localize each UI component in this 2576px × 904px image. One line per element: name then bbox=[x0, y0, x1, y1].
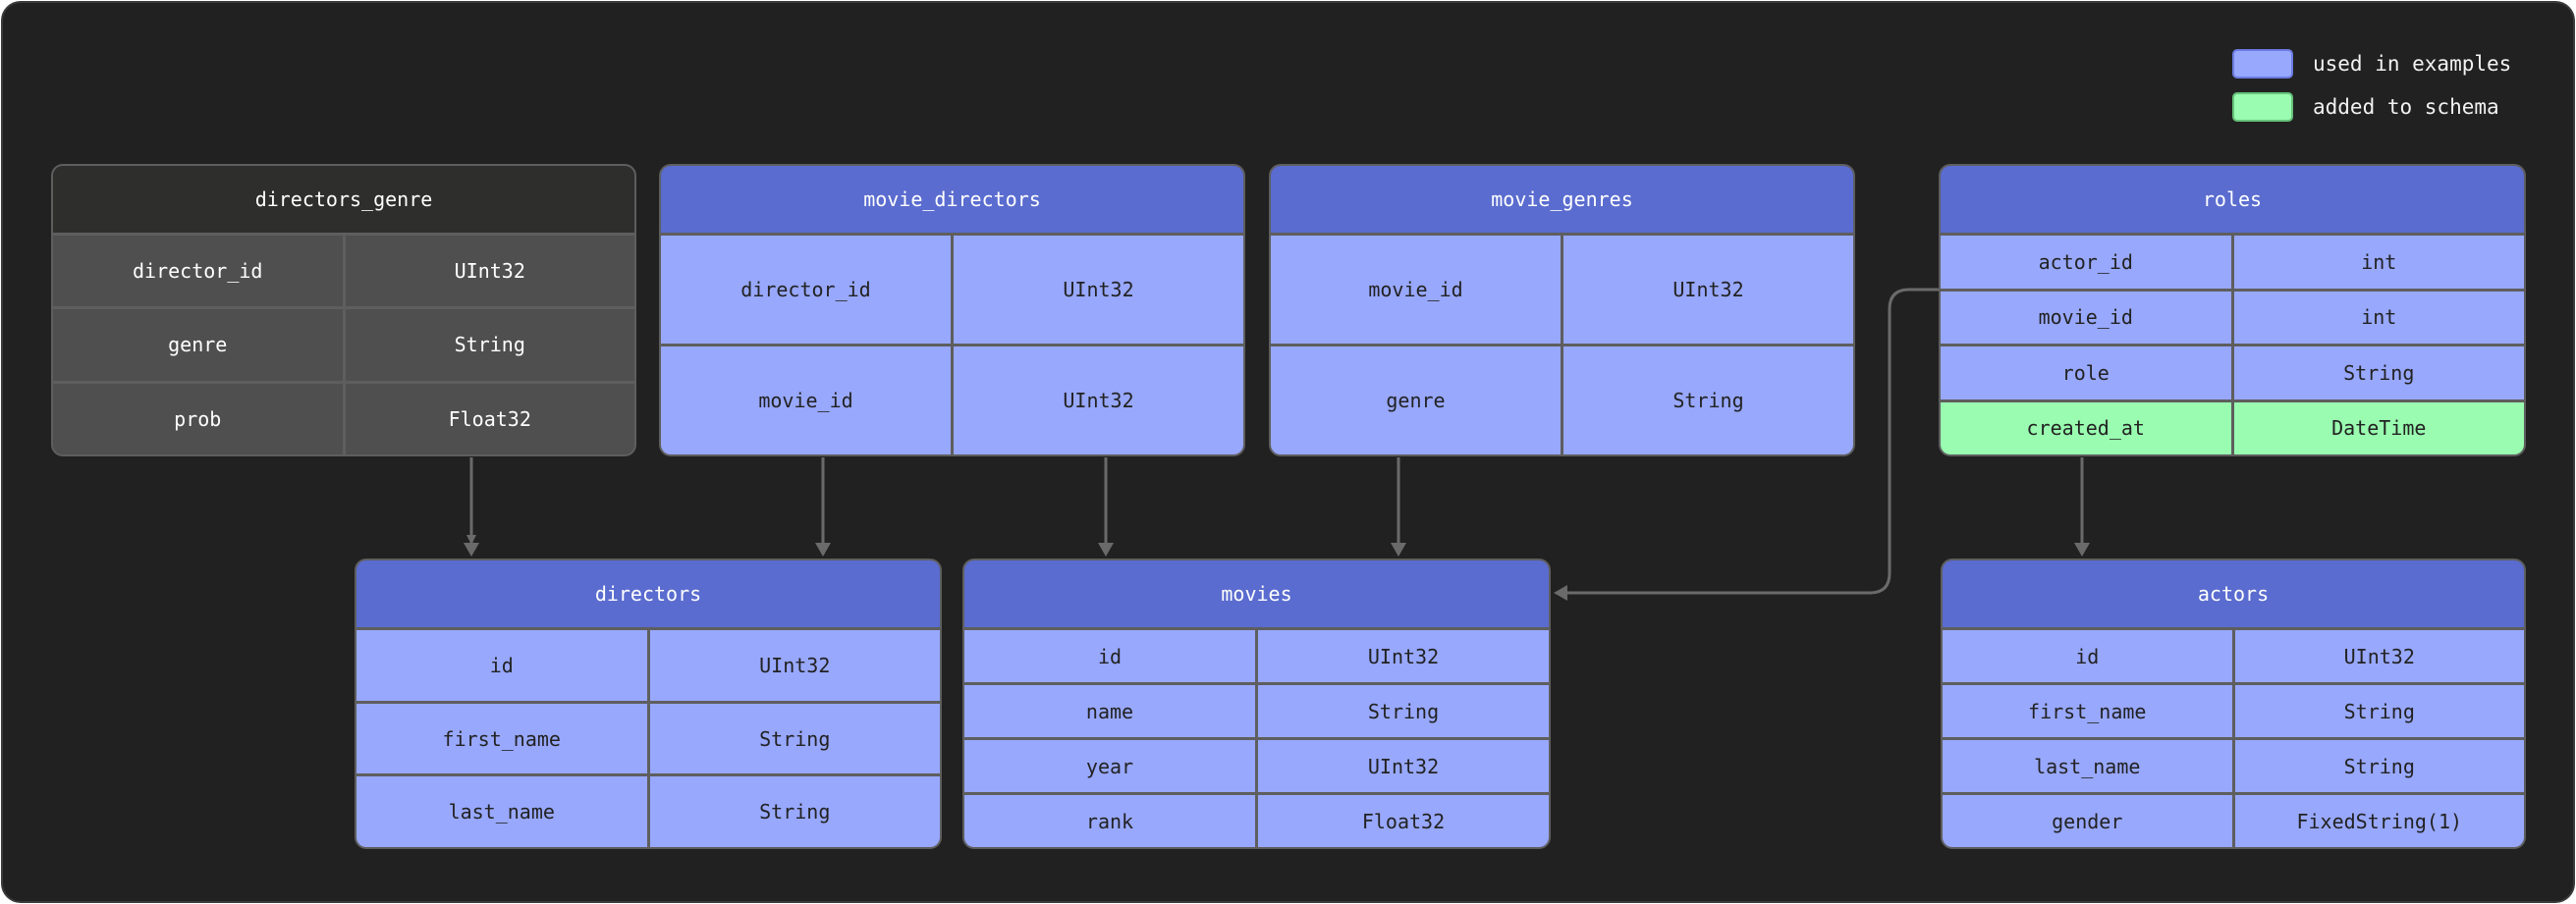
table-title: movie_genres bbox=[1271, 166, 1853, 233]
table-title: roles bbox=[1941, 166, 2524, 233]
column-name: director_id bbox=[661, 236, 951, 344]
arrowhead bbox=[2074, 543, 2090, 557]
column-name: id bbox=[356, 630, 647, 701]
column-name: movie_id bbox=[661, 346, 951, 454]
column-name: prob bbox=[53, 383, 343, 454]
column-type: UInt32 bbox=[345, 236, 634, 307]
column-type: UInt32 bbox=[1258, 740, 1549, 792]
column-type: int bbox=[2233, 291, 2524, 344]
column-name: last_name bbox=[356, 776, 647, 847]
column-name: id bbox=[1943, 630, 2232, 682]
column-type: Float32 bbox=[345, 383, 634, 454]
column-name: last_name bbox=[1943, 740, 2232, 792]
column-type: UInt32 bbox=[1563, 236, 1853, 344]
table-title: movies bbox=[964, 560, 1549, 627]
legend-added-to-schema: added to schema bbox=[2232, 92, 2499, 122]
column-type: UInt32 bbox=[1258, 630, 1549, 682]
column-name: genre bbox=[1271, 346, 1561, 454]
table-title: actors bbox=[1943, 560, 2524, 627]
column-type: Float32 bbox=[1258, 795, 1549, 847]
column-name: year bbox=[964, 740, 1255, 792]
column-name: role bbox=[1941, 346, 2231, 399]
column-name: created_at bbox=[1941, 401, 2231, 454]
column-name: name bbox=[964, 685, 1255, 737]
legend-swatch-added bbox=[2232, 92, 2293, 122]
column-type: String bbox=[2234, 740, 2524, 792]
arrowhead bbox=[464, 543, 479, 557]
column-type: String bbox=[649, 703, 940, 774]
column-type: int bbox=[2233, 236, 2524, 289]
column-name: id bbox=[964, 630, 1255, 682]
arrowhead bbox=[815, 543, 831, 557]
column-name: first_name bbox=[1943, 685, 2232, 737]
table-title: directors bbox=[356, 560, 940, 627]
column-name: movie_id bbox=[1271, 236, 1561, 344]
column-name: rank bbox=[964, 795, 1255, 847]
legend-used-in-examples: used in examples bbox=[2232, 49, 2511, 79]
column-name: gender bbox=[1943, 795, 2232, 847]
table-title: directors_genre bbox=[53, 166, 634, 233]
legend-label: added to schema bbox=[2313, 95, 2499, 119]
column-type: UInt32 bbox=[2234, 630, 2524, 682]
column-type: UInt32 bbox=[954, 346, 1243, 454]
legend-swatch-used bbox=[2232, 49, 2293, 79]
column-type: DateTime bbox=[2233, 401, 2524, 454]
column-name: director_id bbox=[53, 236, 343, 307]
column-name: genre bbox=[53, 309, 343, 381]
column-type: String bbox=[649, 776, 940, 847]
column-type: String bbox=[1258, 685, 1549, 737]
table-title: movie_directors bbox=[661, 166, 1243, 233]
column-name: actor_id bbox=[1941, 236, 2231, 289]
column-type: String bbox=[2233, 346, 2524, 399]
column-type: FixedString(1) bbox=[2234, 795, 2524, 847]
legend-label: used in examples bbox=[2313, 52, 2512, 76]
column-name: first_name bbox=[356, 703, 647, 774]
column-type: String bbox=[2234, 685, 2524, 737]
arrowhead bbox=[1554, 585, 1567, 601]
column-type: UInt32 bbox=[649, 630, 940, 701]
column-type: String bbox=[1563, 346, 1853, 454]
arrowhead bbox=[1098, 543, 1114, 557]
arrow-roles-movies bbox=[1567, 288, 1939, 595]
column-type: UInt32 bbox=[954, 236, 1243, 344]
arrowhead bbox=[1391, 543, 1406, 557]
column-type: String bbox=[345, 309, 634, 381]
column-name: movie_id bbox=[1941, 291, 2231, 344]
